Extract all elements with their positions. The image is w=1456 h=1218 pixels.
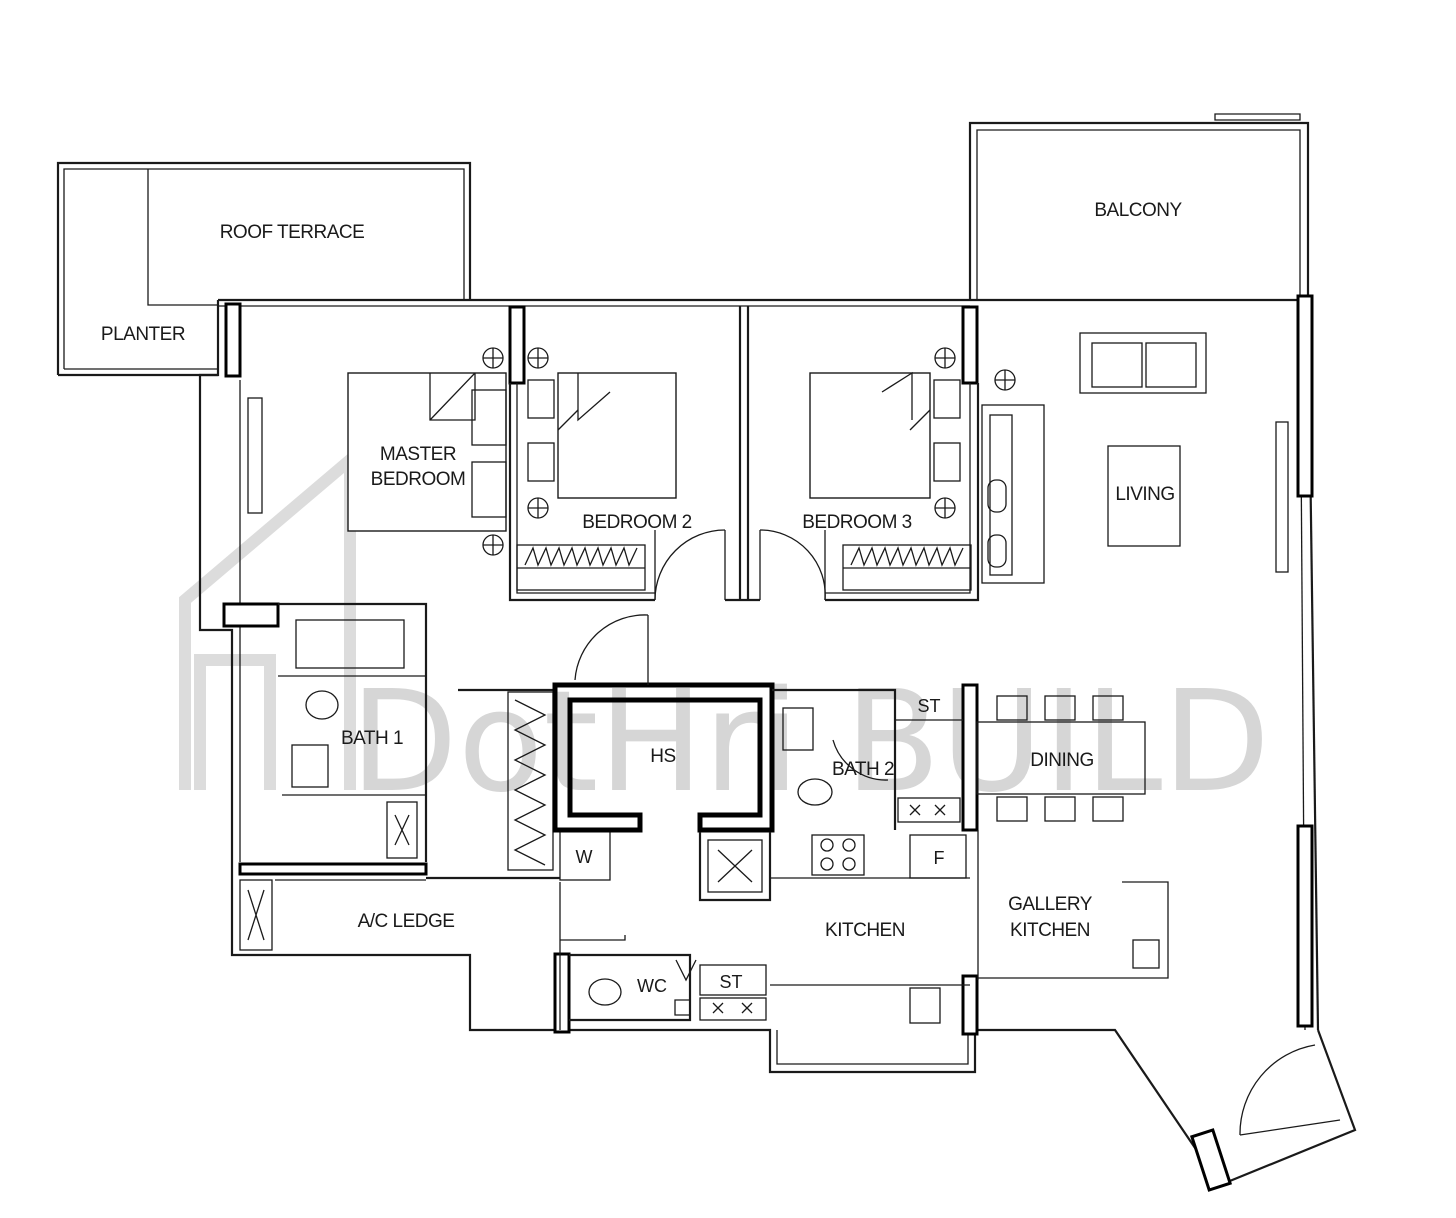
label-st-lower: ST — [719, 972, 742, 992]
watermark-text: DotHri BUILD — [350, 661, 1270, 824]
balcony-area — [968, 113, 1310, 300]
household-shelter — [552, 614, 775, 833]
label-planter: PLANTER — [101, 324, 185, 345]
label-master-2: BEDROOM — [371, 469, 466, 490]
label-hs: HS — [650, 746, 675, 767]
label-bedroom3: BEDROOM 3 — [802, 512, 912, 533]
structural-columns — [222, 294, 1314, 1192]
label-master-1: MASTER — [380, 444, 456, 465]
living-furniture — [981, 332, 1207, 584]
bath1-fixtures — [278, 602, 428, 862]
label-gallery-1: GALLERY — [1008, 894, 1093, 915]
label-f: F — [934, 848, 945, 868]
windows — [247, 397, 1289, 573]
label-bedroom2: BEDROOM 2 — [582, 512, 692, 533]
bedroom-walls — [508, 306, 980, 602]
label-kitchen: KITCHEN — [825, 920, 905, 941]
bedroom2-furniture — [516, 347, 677, 591]
kitchen-fixtures — [559, 832, 970, 1030]
gallery-kitchen-fixtures — [977, 830, 1169, 980]
label-balcony: BALCONY — [1094, 200, 1182, 221]
label-w: W — [576, 847, 593, 867]
roof-terrace-area — [56, 161, 472, 377]
label-roof-terrace: ROOF TERRACE — [220, 222, 365, 243]
watermark-logo — [179, 447, 356, 790]
label-st-upper: ST — [917, 696, 940, 716]
label-ac-ledge: A/C LEDGE — [358, 911, 455, 932]
label-dining: DINING — [1030, 750, 1094, 771]
label-bath2: BATH 2 — [832, 759, 894, 780]
master-bed — [347, 347, 507, 556]
label-wc: WC — [637, 976, 667, 996]
room-labels: ROOF TERRACE PLANTER BALCONY MASTER BEDR… — [101, 200, 1183, 996]
bedroom3-furniture — [809, 347, 972, 591]
bath2-fixtures — [772, 688, 963, 830]
label-gallery-2: KITCHEN — [1010, 920, 1090, 941]
label-bath1: BATH 1 — [341, 728, 403, 749]
wc-fixtures — [569, 953, 767, 1022]
label-living: LIVING — [1115, 484, 1174, 505]
dining-furniture — [976, 695, 1146, 822]
ac-ledge — [239, 879, 426, 951]
